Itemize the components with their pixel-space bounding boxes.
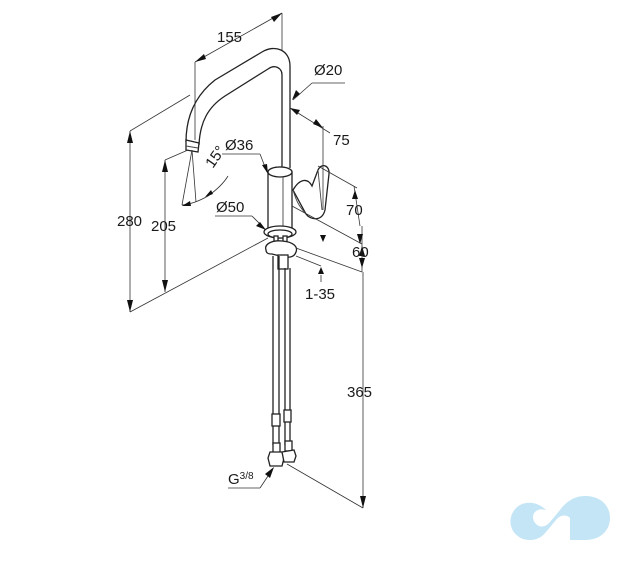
- dim-deck-thickness: 1-35: [305, 286, 336, 303]
- dim-lever-height: 70: [346, 202, 363, 219]
- dim-total-height: 280: [117, 213, 143, 230]
- dim-connection-thread: G3/8: [228, 471, 254, 488]
- faucet-outline: [185, 47, 330, 467]
- logo-watermark-icon: [510, 496, 610, 540]
- thread-fraction: 3/8: [239, 471, 254, 482]
- dim-body-height: 60: [352, 244, 369, 261]
- thread-letter: G: [228, 471, 240, 488]
- dim-spout-diameter: Ø20: [314, 62, 343, 79]
- dim-hose-length: 365: [347, 384, 373, 401]
- dim-lever-projection: 75: [333, 132, 350, 149]
- dim-body-diameter: Ø36: [225, 137, 254, 154]
- dim-base-diameter: Ø50: [216, 199, 245, 216]
- dim-spout-reach: 155: [217, 29, 243, 46]
- dimension-lines: [127, 12, 366, 509]
- dim-spout-outlet-height: 205: [151, 218, 177, 235]
